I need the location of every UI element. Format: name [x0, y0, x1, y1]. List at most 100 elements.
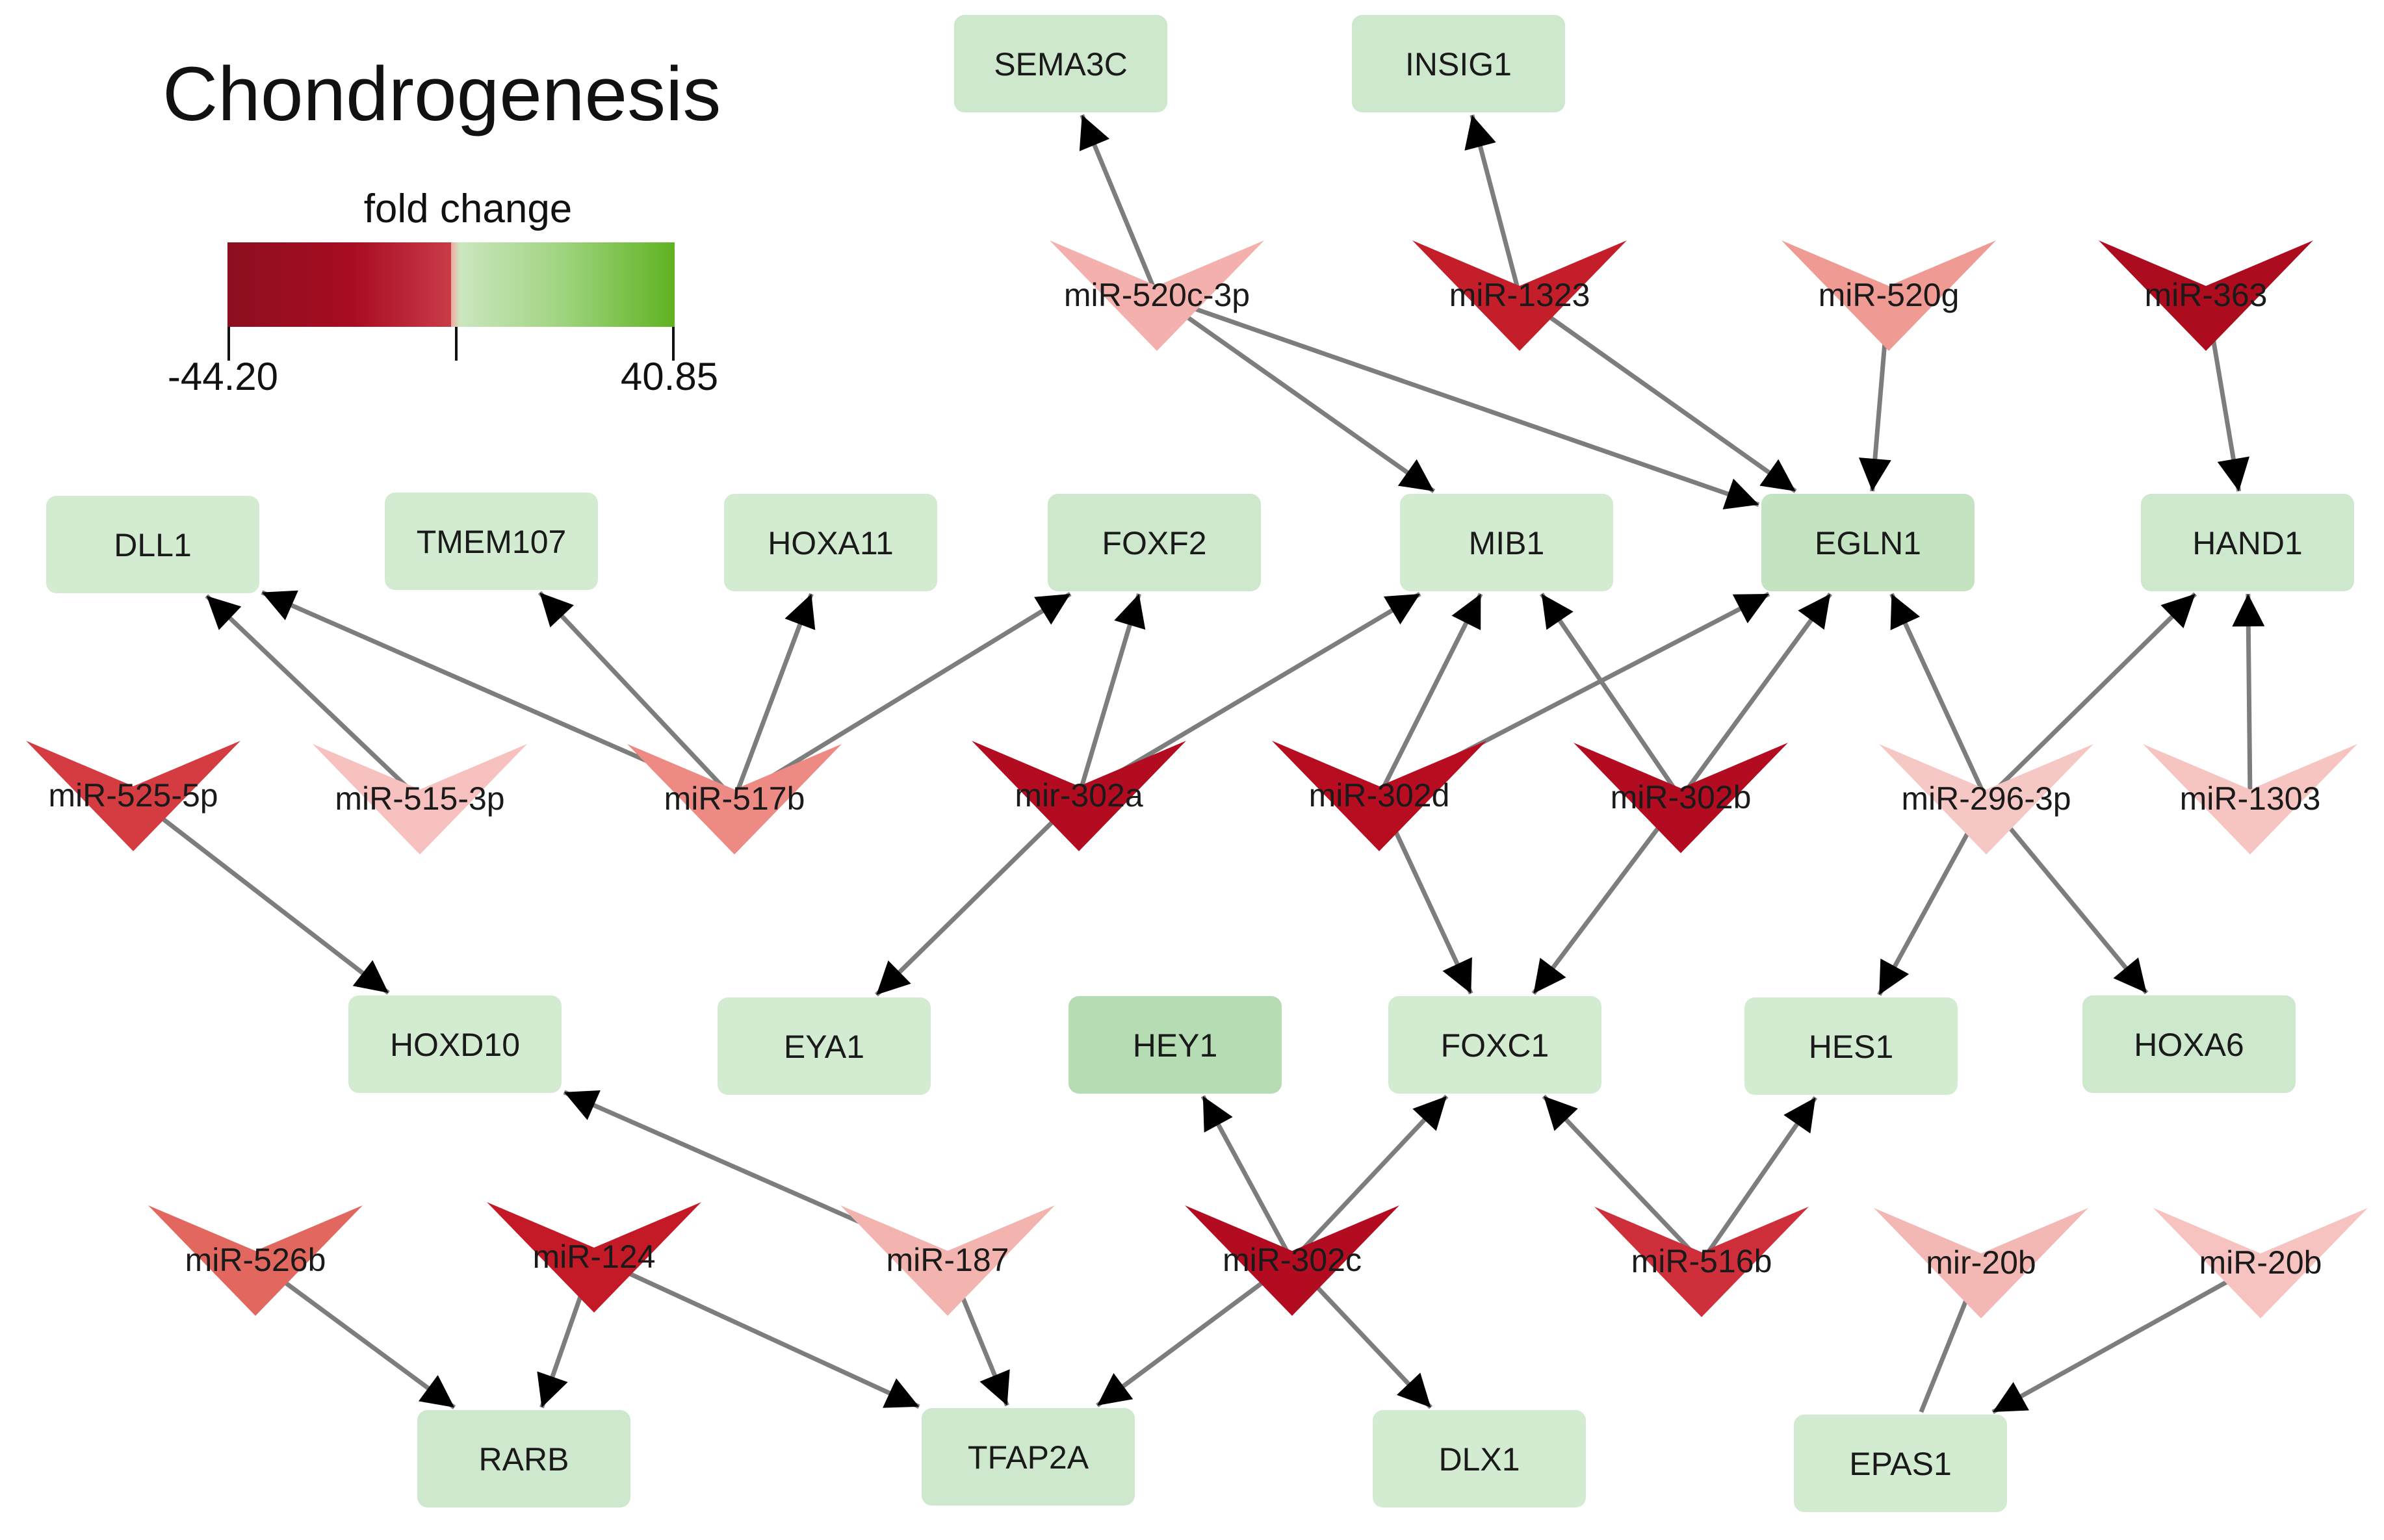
gene-node-rarb[interactable]: RARB [417, 1410, 630, 1508]
mirna-node-mir-520g[interactable]: miR-520g [1782, 240, 1996, 351]
edge-mir-525-5p-to-hoxd10 [131, 794, 390, 995]
mirna-label: miR-520g [1819, 277, 1960, 313]
edge-mir-517b-to-foxf2 [733, 592, 1072, 801]
gene-label: DLX1 [1438, 1441, 1520, 1478]
mirna-node-mir-363[interactable]: miR-363 [2099, 240, 2313, 351]
gene-node-insig1[interactable]: INSIG1 [1352, 15, 1565, 112]
gene-node-mib1[interactable]: MIB1 [1400, 494, 1613, 591]
mirna-node-mir-302d[interactable]: miR-302d [1272, 741, 1486, 851]
edge-mir-296-3p-to-hand1 [1984, 592, 2197, 801]
edge-mir-516b-to-hes1 [1700, 1096, 1818, 1263]
gene-box [1794, 1415, 2007, 1512]
mirna-node-mir-515-3p[interactable]: miR-515-3p [313, 744, 527, 854]
mirna-label: miR-302b [1611, 779, 1752, 815]
mirna-label: miR-526b [185, 1242, 326, 1278]
mirna-node-mir-187[interactable]: miR-187 [840, 1205, 1055, 1316]
gene-box [1761, 494, 1975, 591]
gene-node-sema3c[interactable]: SEMA3C [954, 15, 1167, 112]
legend-label: fold change [364, 186, 573, 231]
edge-mir-520c-3p-to-mib1 [1155, 294, 1436, 493]
mirna-shape [26, 741, 240, 851]
mirna-node-mir-302a[interactable]: mir-302a [972, 741, 1186, 851]
mirna-label: miR-363 [2145, 277, 2268, 313]
gene-box [922, 1408, 1135, 1506]
mirna-node-mir-124[interactable]: miR-124 [487, 1202, 701, 1313]
mirna-label: miR-515-3p [335, 780, 504, 817]
gene-node-hoxa11[interactable]: HOXA11 [724, 494, 937, 591]
gene-node-epas1[interactable]: EPAS1 [1794, 1415, 2007, 1512]
gene-label: HEY1 [1133, 1027, 1218, 1064]
mirna-node-mir-1323[interactable]: miR-1323 [1412, 240, 1627, 351]
gene-node-foxc1[interactable]: FOXC1 [1388, 996, 1601, 1094]
edge-mir-1303-to-hand1 [2232, 593, 2265, 800]
mirna-shape [1879, 744, 2093, 854]
edge-mir-520c-3p-to-sema3c [1079, 114, 1160, 297]
edge-mir-302c-to-foxc1 [1290, 1094, 1449, 1263]
edge-mir-302b-to-egln1 [1679, 592, 1832, 800]
mirna-node-mir-525-5p[interactable]: miR-525-5p [26, 741, 240, 851]
edge-mir-1323-to-insig1 [1464, 114, 1522, 296]
edge-mir-302b-to-foxc1 [1531, 796, 1683, 995]
mirna-label: miR-1323 [1449, 277, 1590, 313]
edge-mir-302d-to-mib1 [1377, 593, 1483, 797]
mirna-shape [487, 1202, 701, 1313]
mirna-label: miR-124 [533, 1238, 656, 1275]
mirna-node-mir-520c-3p[interactable]: miR-520c-3p [1050, 240, 1264, 351]
mirna-node-mir-20b-a[interactable]: mir-20b [1874, 1208, 2088, 1318]
edge-mir-302b-to-mib1 [1539, 593, 1683, 799]
edge-mir-124-to-tfap2a [593, 1255, 920, 1409]
mirna-shape [1874, 1208, 2088, 1318]
mirna-node-mir-302b[interactable]: miR-302b [1574, 743, 1788, 853]
mirna-label: mir-302a [1015, 777, 1143, 814]
gene-box [46, 496, 259, 593]
gene-label: TFAP2A [968, 1439, 1089, 1476]
gene-label: SEMA3C [994, 46, 1128, 83]
mirna-shape [148, 1205, 363, 1316]
gene-node-egln1[interactable]: EGLN1 [1761, 494, 1975, 591]
gene-label: FOXC1 [1441, 1027, 1549, 1064]
mirna-label: miR-296-3p [1901, 780, 2071, 817]
gene-node-dll1[interactable]: DLL1 [46, 496, 259, 593]
gene-label: HOXA6 [2134, 1027, 2244, 1063]
legend-max-label: 40.85 [621, 355, 718, 398]
gene-node-tfap2a[interactable]: TFAP2A [922, 1408, 1135, 1506]
mirna-shape [1412, 240, 1627, 351]
edge-mir-302a-to-foxf2 [1076, 593, 1146, 797]
edge-mir-1323-to-egln1 [1518, 294, 1797, 493]
gene-box [954, 15, 1167, 112]
gene-node-eya1[interactable]: EYA1 [718, 997, 931, 1095]
gene-label: EYA1 [784, 1029, 864, 1065]
gene-label: EPAS1 [1849, 1446, 1952, 1482]
edge-mir-515-3p-to-dll1 [205, 594, 422, 801]
mirna-label: miR-525-5p [48, 777, 218, 814]
mirna-node-mir-296-3p[interactable]: miR-296-3p [1879, 744, 2093, 854]
mirna-node-mir-516b[interactable]: miR-516b [1594, 1207, 1809, 1317]
gene-node-hes1[interactable]: HES1 [1744, 997, 1958, 1095]
mirna-node-mir-1303[interactable]: miR-1303 [2143, 744, 2357, 854]
mirna-shape [2143, 744, 2357, 854]
gene-node-foxf2[interactable]: FOXF2 [1048, 494, 1261, 591]
gene-label: HOXA11 [768, 525, 894, 561]
mirna-label: miR-20b [2199, 1244, 2322, 1281]
edge-mir-296-3p-to-egln1 [1889, 593, 1989, 801]
mirna-shape [1185, 1205, 1399, 1316]
gene-node-hand1[interactable]: HAND1 [2141, 494, 2354, 591]
gene-node-hey1[interactable]: HEY1 [1069, 996, 1282, 1094]
gene-label: EGLN1 [1815, 525, 1921, 561]
mirna-label: miR-187 [887, 1242, 1009, 1278]
mirna-node-mir-20b-b[interactable]: miR-20b [2153, 1208, 2368, 1318]
mirna-label: mir-20b [1926, 1244, 2036, 1281]
gene-box [1744, 997, 1958, 1095]
mirna-node-mir-302c[interactable]: miR-302c [1185, 1205, 1399, 1316]
gene-box [385, 493, 598, 590]
mirna-node-mir-517b[interactable]: miR-517b [627, 744, 842, 854]
edge-mir-520c-3p-to-egln1 [1156, 293, 1760, 509]
gene-node-hoxa6[interactable]: HOXA6 [2082, 995, 2296, 1093]
gene-node-tmem107[interactable]: TMEM107 [385, 493, 598, 590]
gene-node-dlx1[interactable]: DLX1 [1373, 1410, 1586, 1508]
gene-node-hoxd10[interactable]: HOXD10 [348, 995, 562, 1093]
mirna-node-mir-526b[interactable]: miR-526b [148, 1205, 363, 1316]
gene-box [1400, 494, 1613, 591]
mirna-shape [2099, 240, 2313, 351]
